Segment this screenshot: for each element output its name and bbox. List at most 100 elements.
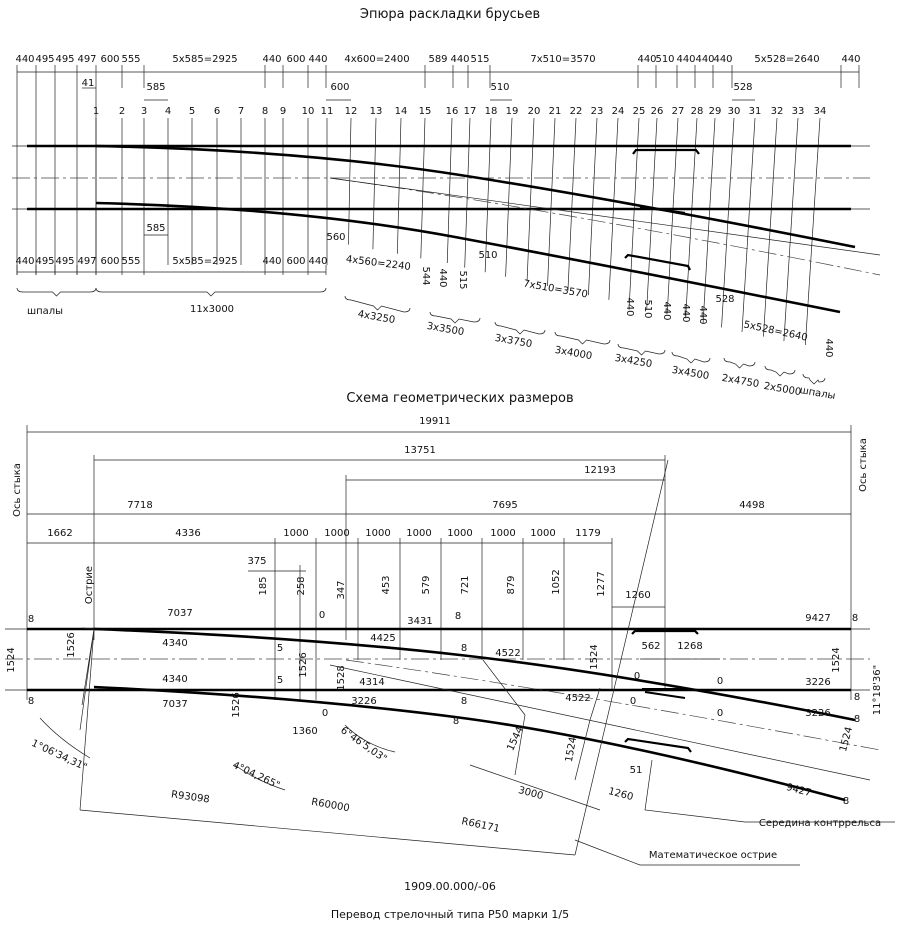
dimension-label: 6°46'5,03"	[338, 725, 388, 765]
dimension-label: 1000	[447, 528, 472, 539]
dimension-label: 440	[15, 256, 34, 267]
dimension-label: 0	[717, 676, 723, 687]
axis-label: Ось стыка	[12, 463, 23, 517]
ordinate-label: 1052	[551, 569, 562, 594]
dimension-label: 0	[319, 610, 325, 621]
dimension-label: 4498	[739, 500, 764, 511]
ordinate-label: 453	[381, 575, 392, 594]
sleeper-number: 20	[528, 106, 541, 117]
sleeper-line	[526, 117, 535, 282]
dimension-label: 495	[55, 256, 74, 267]
dimension-label: 1526	[298, 652, 309, 677]
ordinate-label: 185	[258, 576, 269, 595]
sleeper-line	[685, 117, 698, 319]
dimension-label: 495	[35, 256, 54, 267]
sleeper-number: 23	[591, 106, 604, 117]
dimension-label: 510	[478, 250, 497, 261]
dimension-label: 1179	[575, 528, 600, 539]
dimension-label: 528	[733, 82, 752, 93]
ordinate-label: 1277	[596, 571, 607, 596]
sleeper-number: 10	[302, 106, 315, 117]
dimension-label: R93098	[170, 789, 210, 805]
dimension-label: 7x510=3570	[530, 54, 595, 65]
dimension-label: 600	[286, 256, 305, 267]
dimension-label: 1524	[838, 726, 855, 753]
dimension-label: R66171	[460, 816, 500, 835]
dimension-label: 440	[680, 303, 691, 322]
dimension-label: 510	[642, 299, 653, 318]
dimension-label: 7695	[492, 500, 517, 511]
dimension-label: 12193	[584, 465, 616, 476]
dimension-label: 440	[823, 338, 834, 357]
dimension-label: 5x528=2640	[742, 319, 808, 343]
dimension-label: 7718	[127, 500, 152, 511]
diverging-rail-outer	[95, 201, 841, 314]
diverging-rail-outer-geom	[93, 685, 846, 802]
dimension-label: 497	[77, 54, 96, 65]
dimension-label: 440	[661, 301, 672, 320]
dimension-label: 8	[461, 696, 467, 707]
dimension-label: 1528	[336, 665, 347, 690]
dimension-label: 8	[453, 716, 459, 727]
dimension-label: 555	[121, 54, 140, 65]
dimension-label: 555	[121, 256, 140, 267]
dimension-label: 7037	[162, 699, 187, 710]
dimension-label: 7037	[167, 608, 192, 619]
sleeper-number: 13	[370, 106, 383, 117]
dimension-label: 1000	[324, 528, 349, 539]
dimension-label: 4x600=2400	[344, 54, 409, 65]
dimension-label: 13751	[404, 445, 436, 456]
dimension-label: 8	[28, 696, 34, 707]
dimension-label: 440	[308, 54, 327, 65]
sleeper-line	[702, 117, 716, 323]
sleeper-group-label: шпалы	[799, 385, 836, 402]
callout-label: Математическое острие	[649, 850, 777, 861]
dimension-label: 1524	[6, 647, 17, 672]
sleeper-group-label: 3x4500	[671, 365, 710, 382]
dimension-label: 510	[655, 54, 674, 65]
dimension-label: 440	[697, 305, 708, 324]
sleeper-line	[805, 117, 821, 346]
sleeper-number: 12	[345, 106, 358, 117]
layout-title: Эпюра раскладки брусьев	[360, 7, 540, 22]
sleeper-number: 30	[728, 106, 741, 117]
dimension-label: 1000	[406, 528, 431, 539]
dimension-label: 1524	[564, 736, 579, 763]
dimension-label: 8	[854, 692, 860, 703]
dimension-label: 440	[713, 54, 732, 65]
dimension-label: 4522	[495, 648, 520, 659]
sleeper-group-label: 2x4750	[721, 373, 760, 390]
dimension-label: 515	[457, 270, 468, 289]
sleeper-number: 4	[165, 106, 171, 117]
dimension-label: 5	[277, 643, 283, 654]
sleeper-number: 2	[119, 106, 125, 117]
diverging-rail-inner	[95, 144, 856, 249]
sleeper-group-label: шпалы	[27, 306, 63, 317]
dimension-label: 4340	[162, 674, 187, 685]
dimension-label: 1260	[607, 786, 634, 803]
dimension-label: 8	[455, 611, 461, 622]
sleeper-number: 7	[238, 106, 244, 117]
dimension-label: 560	[326, 232, 345, 243]
sleeper-group-label: 11x3000	[190, 304, 234, 315]
sleeper-line	[348, 117, 352, 245]
dimension-label: 5	[277, 675, 283, 686]
dimension-label: 3000	[517, 785, 544, 802]
dimension-label: 0	[630, 696, 636, 707]
dimension-label: 440	[624, 297, 635, 316]
drawing-caption: Перевод стрелочный типа Р50 марки 1/5	[331, 908, 569, 921]
dimension-label: 528	[715, 294, 734, 305]
sleeper-line	[464, 117, 471, 268]
dimension-label: 8	[852, 613, 858, 624]
dimension-label: 1000	[283, 528, 308, 539]
dimension-label: 1000	[490, 528, 515, 539]
dimension-label: 4336	[175, 528, 200, 539]
dimension-label: 19911	[419, 416, 451, 427]
sleeper-line	[588, 117, 598, 296]
dimension-label: 3226	[805, 677, 830, 688]
dimension-label: 8	[28, 614, 34, 625]
dimension-label: R60000	[310, 797, 350, 815]
dimension-label: 5x585=2925	[172, 54, 237, 65]
